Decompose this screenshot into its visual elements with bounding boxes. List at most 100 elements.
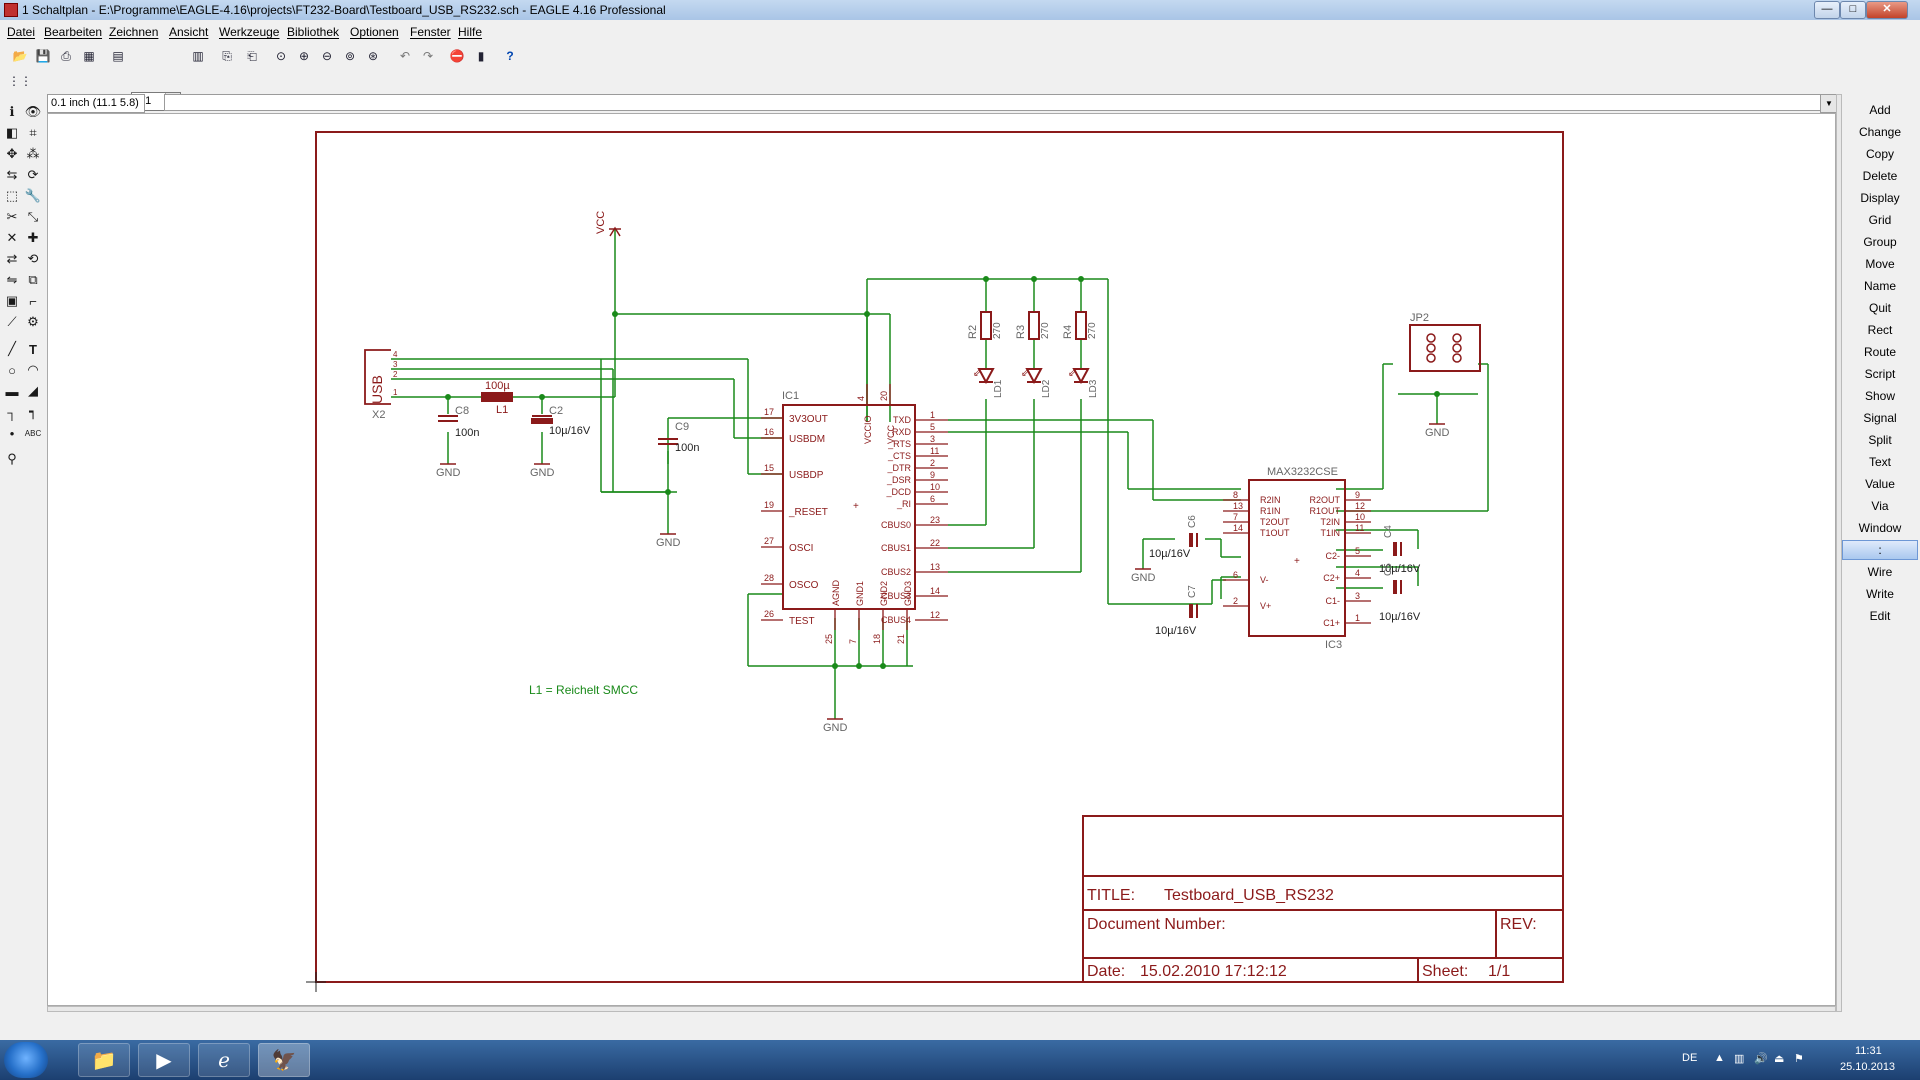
menu-zeichnen[interactable]: Zeichnen (109, 25, 159, 39)
delete-icon[interactable]: ✕ (6, 230, 18, 245)
run-icon[interactable]: ⎗ (247, 48, 257, 63)
miter-icon[interactable]: ⌐ (29, 293, 37, 309)
go-icon[interactable]: ▮ (477, 49, 485, 63)
command-edit[interactable]: Edit (1869, 609, 1891, 623)
menu-ansicht[interactable]: Ansicht (169, 25, 209, 39)
command-show[interactable]: Show (1864, 389, 1896, 403)
menu-hilfe[interactable]: Hilfe (458, 25, 483, 39)
command-rect[interactable]: Rect (1867, 323, 1893, 337)
open-icon[interactable]: 📂 (12, 49, 28, 63)
replace-icon[interactable]: ⟲ (27, 251, 39, 266)
menu-optionen[interactable]: Optionen (350, 25, 399, 39)
gateswap-icon[interactable]: ⇋ (6, 272, 18, 287)
command-quit[interactable]: Quit (1868, 301, 1891, 315)
command-via[interactable]: Via (1871, 499, 1889, 513)
language-indicator[interactable]: DE (1682, 1052, 1698, 1064)
command-value[interactable]: Value (1865, 477, 1895, 491)
explorer-icon[interactable]: 📁 (78, 1043, 130, 1077)
display-icon[interactable]: ◧ (5, 125, 19, 140)
name-icon[interactable]: ⧉ (28, 272, 38, 287)
vertical-scrollbar[interactable] (1836, 94, 1842, 1012)
start-button[interactable] (4, 1042, 48, 1078)
command-group[interactable]: Group (1863, 235, 1897, 249)
stop-icon[interactable]: ⛔ (449, 49, 465, 63)
circle-icon[interactable]: ○ (8, 362, 16, 378)
rotate-icon[interactable]: ⟳ (27, 167, 39, 182)
clock-time[interactable]: 11:31 (1855, 1045, 1882, 1057)
maximize-button[interactable]: □ (1840, 1, 1866, 19)
zoom-select-icon[interactable]: ⊛ (367, 49, 379, 63)
menu-bibliothek[interactable]: Bibliothek (287, 25, 340, 39)
menu-werkzeuge[interactable]: Werkzeuge (219, 25, 280, 39)
info-icon[interactable]: ℹ (9, 104, 15, 119)
save-icon[interactable]: 💾 (35, 49, 51, 63)
rect-icon[interactable]: ▬ (5, 383, 19, 399)
menu-bearbeiten[interactable]: Bearbeiten (44, 25, 103, 39)
move-icon[interactable]: ✥ (6, 146, 18, 161)
erc-icon[interactable]: ⚲ (7, 451, 17, 466)
sheet-icon[interactable]: ▤ (112, 49, 124, 63)
smash-icon[interactable]: ▣ (5, 293, 19, 308)
command-grid[interactable]: Grid (1868, 213, 1892, 227)
polygon-icon[interactable]: ◢ (28, 383, 38, 398)
command-script[interactable]: Script (1864, 367, 1896, 381)
change-icon[interactable]: 🔧 (24, 188, 42, 203)
usb-device-icon[interactable]: ⏏ (1774, 1053, 1785, 1065)
menu-datei[interactable]: Datei (7, 25, 36, 39)
cut-icon[interactable]: ⤡ (27, 209, 39, 224)
label-icon[interactable]: ABC (24, 428, 42, 438)
show-icon[interactable]: 👁 (24, 104, 42, 119)
invoke-icon[interactable]: ⚙ (27, 314, 39, 329)
command-split[interactable]: Split (1868, 433, 1892, 447)
command-separator[interactable]: : (1842, 540, 1918, 560)
flag-icon[interactable]: ⚑ (1794, 1053, 1804, 1065)
split-icon[interactable]: ⟋ (7, 314, 17, 329)
command-change[interactable]: Change (1858, 125, 1902, 139)
zoom-in-icon[interactable]: ⊕ (298, 49, 310, 63)
minimize-button[interactable]: — (1814, 1, 1840, 19)
command-route[interactable]: Route (1863, 345, 1897, 359)
zoom-fit-icon[interactable]: ⊙ (275, 49, 287, 63)
command-text[interactable]: Text (1868, 455, 1891, 469)
help-icon[interactable]: ? (506, 49, 514, 63)
close-button[interactable]: ✕ (1866, 1, 1908, 19)
text-icon[interactable]: T (29, 341, 37, 357)
eagle-icon[interactable]: 🦅 (258, 1043, 310, 1077)
mirror-icon[interactable]: ⇆ (6, 167, 18, 182)
command-display[interactable]: Display (1860, 191, 1900, 205)
bus-icon[interactable]: ┐ (7, 404, 17, 420)
command-copy[interactable]: Copy (1865, 147, 1894, 161)
zoom-out-icon[interactable]: ⊖ (321, 49, 333, 63)
add-icon[interactable]: ✚ (27, 230, 39, 245)
pinswap-icon[interactable]: ⇄ (6, 251, 18, 266)
schematic-canvas[interactable]: VCC USB 4 3 2 1 X2 100µ L1 C8 100n C2 10… (47, 113, 1836, 1006)
mark-icon[interactable]: ⌗ (29, 125, 37, 140)
zoom-redraw-icon[interactable]: ⊚ (344, 49, 356, 63)
grid-icon[interactable]: ⋮⋮ (8, 74, 32, 88)
group-icon[interactable]: ⬚ (5, 188, 19, 203)
redo-icon[interactable]: ↷ (422, 49, 434, 63)
undo-icon[interactable]: ↶ (399, 49, 411, 63)
show-hidden-icons[interactable]: ▲ (1714, 1052, 1725, 1064)
clock-date[interactable]: 25.10.2013 (1840, 1061, 1896, 1073)
network-icon[interactable]: ▥ (1734, 1053, 1745, 1065)
horizontal-scrollbar[interactable] (47, 1006, 1836, 1012)
board-icon[interactable]: ▥ (192, 49, 204, 63)
command-wire[interactable]: Wire (1867, 565, 1893, 579)
wire-icon[interactable]: ╱ (8, 341, 16, 356)
internet-explorer-icon[interactable]: ℯ (198, 1043, 250, 1077)
command-write[interactable]: Write (1866, 587, 1894, 601)
command-move[interactable]: Move (1865, 257, 1895, 271)
command-name[interactable]: Name (1863, 279, 1896, 293)
print-icon[interactable]: ⎙ (61, 48, 71, 63)
command-window[interactable]: Window (1858, 521, 1902, 535)
arc-icon[interactable]: ◠ (27, 362, 39, 377)
media-player-icon[interactable]: ▶ (138, 1043, 190, 1077)
copy-icon[interactable]: ⁂ (26, 146, 40, 161)
script-icon[interactable]: ⎘ (222, 48, 232, 63)
junction-icon[interactable]: • (9, 425, 15, 441)
command-delete[interactable]: Delete (1862, 169, 1898, 183)
command-add[interactable]: Add (1869, 103, 1891, 117)
command-line-input[interactable] (164, 94, 1824, 111)
cam-icon[interactable]: ▦ (83, 49, 95, 63)
